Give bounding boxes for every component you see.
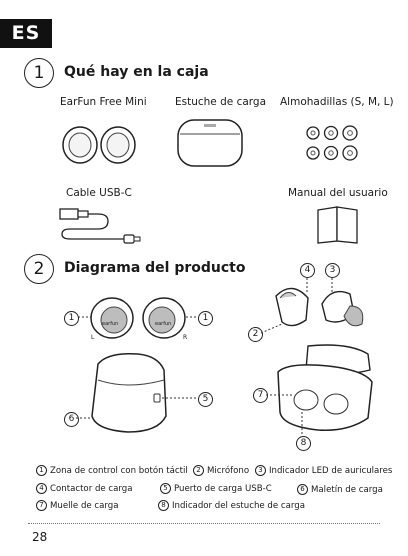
legend-text-8: Indicador del estuche de carga xyxy=(172,501,305,511)
label-usb-cable: Cable USB-C xyxy=(66,187,132,199)
callout-4: 4 xyxy=(300,263,315,278)
closed-case-illustration xyxy=(76,352,198,433)
legend-num-8: 8 xyxy=(158,500,169,511)
section-title-box-contents: Qué hay en la caja xyxy=(64,64,209,80)
label-charging-case: Estuche de carga xyxy=(175,96,267,108)
section-title-product-diagram: Diagrama del producto xyxy=(64,260,246,276)
earbuds-side-view xyxy=(260,278,364,334)
user-manual-illustration xyxy=(317,206,358,244)
section-number-2: 2 xyxy=(24,254,54,284)
legend-text-6: Maletín de carga xyxy=(311,485,383,495)
section-number-1: 1 xyxy=(24,58,54,88)
legend-text-2: Micrófono xyxy=(207,466,250,476)
legend-text-1: Zona de control con botón táctil xyxy=(50,466,188,476)
callout-5: 5 xyxy=(198,392,213,407)
legend-num-7: 7 xyxy=(36,500,47,511)
legend-num-3: 3 xyxy=(255,465,266,476)
legend-text-4: Contactor de carga xyxy=(50,484,133,494)
charging-case-illustration xyxy=(177,119,243,167)
callout-1-left: 1 xyxy=(64,311,79,326)
language-tab: ES xyxy=(0,19,52,48)
left-marker: L xyxy=(91,334,95,341)
left-earbud-brand: earfun xyxy=(102,321,119,327)
label-earbuds: EarFun Free Mini xyxy=(60,96,147,108)
legend-num-5: 5 xyxy=(160,483,171,494)
legend-num-2: 2 xyxy=(193,465,204,476)
callout-8: 8 xyxy=(296,436,311,451)
label-eartips: Almohadillas (S, M, L) xyxy=(280,96,394,108)
right-earbud-brand: earfun xyxy=(155,321,172,327)
callout-7: 7 xyxy=(253,388,268,403)
callout-2: 2 xyxy=(248,327,263,342)
callout-1-right: 1 xyxy=(198,311,213,326)
usb-cable-illustration xyxy=(59,208,141,244)
open-case-illustration xyxy=(266,344,373,436)
legend-num-4: 4 xyxy=(36,483,47,494)
right-marker: R xyxy=(183,334,188,341)
legend-text-3: Indicador LED de auriculares xyxy=(269,466,393,476)
eartips-illustration xyxy=(306,125,358,161)
legend-num-6: 6 xyxy=(297,484,308,495)
legend-text-5: Puerto de carga USB-C xyxy=(174,484,272,494)
legend-num-1: 1 xyxy=(36,465,47,476)
label-user-manual: Manual del usuario xyxy=(288,187,388,199)
earbuds-illustration xyxy=(62,126,136,164)
legend-text-7: Muelle de carga xyxy=(50,501,119,511)
callout-3: 3 xyxy=(325,263,340,278)
earbuds-top-view xyxy=(78,297,198,339)
footer-divider xyxy=(28,523,380,524)
page-number: 28 xyxy=(32,530,48,544)
callout-6: 6 xyxy=(64,412,79,427)
